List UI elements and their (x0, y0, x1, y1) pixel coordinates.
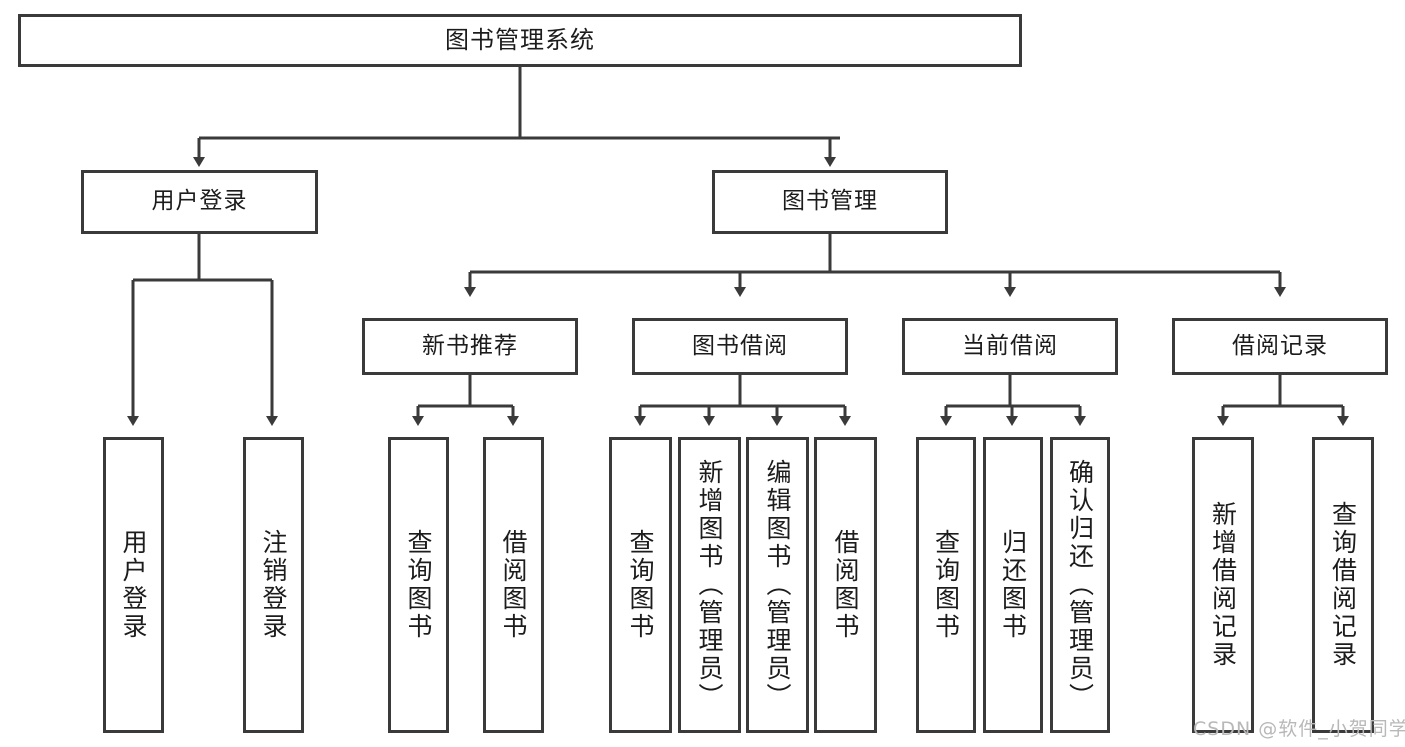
leaf-borrow-query-book[interactable]: 查询图书 (609, 437, 672, 733)
node-label: 当前借阅 (962, 332, 1058, 359)
leaf-current-query-book[interactable]: 查询图书 (916, 437, 976, 733)
node-label: 编辑图书（管理员） (763, 459, 792, 711)
leaf-borrow-borrow-book[interactable]: 借阅图书 (814, 437, 877, 733)
node-label: 注销登录 (259, 529, 288, 641)
node-book-management[interactable]: 图书管理 (712, 170, 948, 234)
leaf-current-return-book[interactable]: 归还图书 (983, 437, 1043, 733)
leaf-current-confirm-return-admin[interactable]: 确认归还（管理员） (1050, 437, 1110, 733)
node-label: 借阅记录 (1232, 332, 1328, 359)
node-label: 确认归还（管理员） (1065, 459, 1095, 711)
node-label: 新增图书（管理员） (695, 459, 724, 711)
node-label: 归还图书 (998, 529, 1028, 641)
leaf-borrow-add-book-admin[interactable]: 新增图书（管理员） (678, 437, 741, 733)
node-label: 用户登录 (119, 529, 148, 641)
node-label: 图书借阅 (692, 332, 788, 359)
node-user-login[interactable]: 用户登录 (81, 170, 318, 234)
node-label: 查询图书 (931, 529, 961, 641)
leaf-user-login-signout[interactable]: 注销登录 (243, 437, 304, 733)
node-new-book-recommend[interactable]: 新书推荐 (362, 318, 578, 375)
node-label: 新书推荐 (422, 332, 518, 359)
node-label: 借阅图书 (499, 529, 528, 641)
leaf-record-add[interactable]: 新增借阅记录 (1192, 437, 1254, 733)
node-root-system[interactable]: 图书管理系统 (18, 14, 1022, 67)
node-label: 查询图书 (404, 529, 433, 641)
node-label: 用户登录 (151, 188, 248, 215)
leaf-new-book-borrow[interactable]: 借阅图书 (483, 437, 544, 733)
node-label: 图书管理系统 (445, 26, 595, 55)
node-label: 查询借阅记录 (1328, 501, 1358, 669)
node-label: 查询图书 (626, 529, 655, 641)
leaf-new-book-query[interactable]: 查询图书 (388, 437, 449, 733)
node-label: 图书管理 (782, 188, 878, 215)
node-label: 新增借阅记录 (1208, 501, 1238, 669)
node-book-borrow[interactable]: 图书借阅 (632, 318, 848, 375)
node-label: 借阅图书 (831, 529, 860, 641)
leaf-user-login-signin[interactable]: 用户登录 (103, 437, 164, 733)
csdn-watermark: CSDN @软件_小贺同学 (1193, 718, 1405, 740)
leaf-record-query[interactable]: 查询借阅记录 (1312, 437, 1374, 733)
node-borrow-record[interactable]: 借阅记录 (1172, 318, 1388, 375)
node-current-borrow[interactable]: 当前借阅 (902, 318, 1118, 375)
leaf-borrow-edit-book-admin[interactable]: 编辑图书（管理员） (746, 437, 809, 733)
